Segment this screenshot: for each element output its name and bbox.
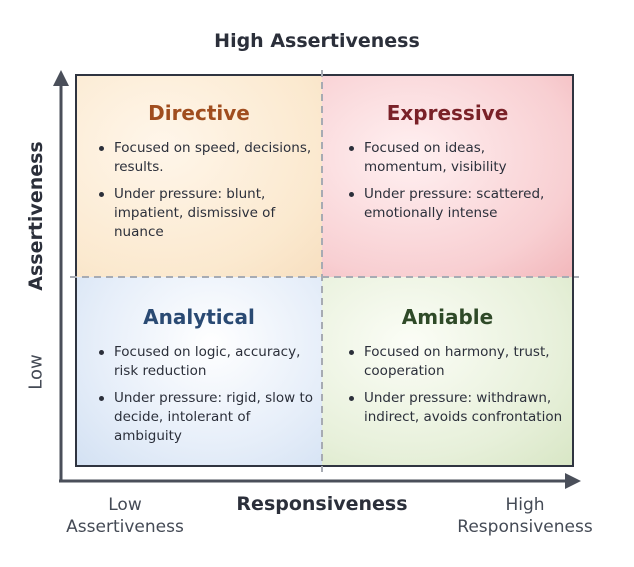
x-axis-low-label: Low Assertiveness [40,494,210,538]
quadrant-bullet-list: Focused on logic, accuracy, risk reducti… [98,343,313,454]
y-axis-arrow-icon [53,70,69,86]
x-axis-high-line1: High [505,495,545,515]
quadrant-amiable: Amiable Focused on harmony, trust, coope… [322,277,573,466]
list-item: Focused on harmony, trust, cooperation [348,343,570,381]
x-axis-arrow-icon [565,473,581,489]
quadrant-directive: Directive Focused on speed, decisions, r… [76,75,322,277]
quadrant-title: Analytical [143,305,255,329]
quadrant-title: Directive [148,101,250,125]
quadrant-analytical: Analytical Focused on logic, accuracy, r… [76,277,322,466]
list-item: Under pressure: blunt, impatient, dismis… [98,185,313,242]
list-item: Focused on ideas, momentum, visibility [348,139,570,177]
quadrant-bullet-list: Focused on speed, decisions, results. Un… [98,139,313,250]
top-axis-label: High Assertiveness [214,30,420,52]
list-item: Under pressure: rigid, slow to decide, i… [98,389,313,446]
quadrant-bullet-list: Focused on ideas, momentum, visibility U… [348,139,570,231]
grid-border [75,74,574,467]
list-item: Under pressure: scattered, emotionally i… [348,185,570,223]
x-axis-title: Responsiveness [236,493,408,515]
quadrant-title: Amiable [401,305,494,329]
x-axis-low-line1: Low [108,495,142,515]
list-item: Under pressure: withdrawn, indirect, avo… [348,389,570,427]
x-axis-high-label: High Responsiveness [425,494,625,538]
quadrant-title: Expressive [386,101,509,125]
quadrant-expressive: Expressive Focused on ideas, momentum, v… [322,75,573,277]
x-axis-high-line2: Responsiveness [457,517,593,537]
quadrant-bullet-list: Focused on harmony, trust, cooperation U… [348,343,570,435]
list-item: Focused on logic, accuracy, risk reducti… [98,343,313,381]
list-item: Focused on speed, decisions, results. [98,139,313,177]
x-axis-low-line2: Assertiveness [66,517,184,537]
